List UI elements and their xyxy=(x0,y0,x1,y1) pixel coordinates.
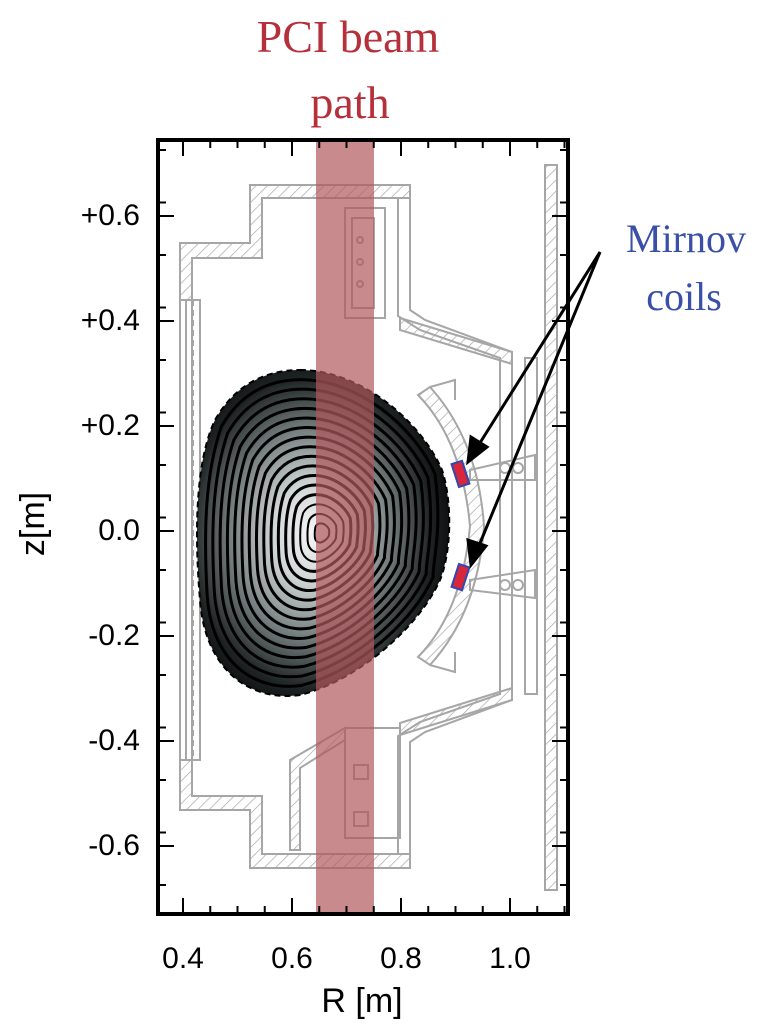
xtick-label: 1.0 xyxy=(489,942,531,975)
ytick-label: -0.2 xyxy=(88,619,140,652)
mirnov-coils xyxy=(450,459,471,592)
upper-shelf xyxy=(399,316,513,366)
xtick-label: 0.8 xyxy=(380,942,422,975)
mirnov-label-line1: Mirnov xyxy=(626,216,746,261)
flux-contour xyxy=(262,454,382,612)
ytick-label: +0.2 xyxy=(81,409,140,442)
axis-ticks xyxy=(158,140,568,914)
x-axis-label: R [m] xyxy=(321,982,402,1020)
flux-contour xyxy=(254,445,389,621)
ytick-label: -0.6 xyxy=(88,829,140,862)
xtick-label: 0.6 xyxy=(271,942,313,975)
mirnov-coil-lower xyxy=(450,562,471,592)
mirnov-label-line2: coils xyxy=(646,274,722,319)
y-axis-label: z[m] xyxy=(14,492,52,556)
flux-contour xyxy=(233,416,411,650)
upper-structure-hatch xyxy=(179,184,411,301)
flux-contour xyxy=(204,378,440,688)
flux-contour xyxy=(225,406,418,660)
mirnov-arrows xyxy=(466,251,602,569)
flux-contour xyxy=(218,397,425,669)
xtick-label: 0.4 xyxy=(162,942,204,975)
flux-contour xyxy=(247,435,396,631)
pci-beam-label-line1: PCI beam xyxy=(257,11,440,62)
ytick-label: -0.4 xyxy=(88,724,140,757)
mirnov-coil-upper xyxy=(450,459,471,489)
pci-beam-band xyxy=(316,140,374,914)
flux-contour xyxy=(211,387,433,679)
flux-contour xyxy=(240,426,404,640)
outer-port-wall xyxy=(544,164,558,891)
ytick-label: 0.0 xyxy=(98,514,140,547)
pci-beam-label-line2: path xyxy=(310,77,389,128)
lower-shelf xyxy=(399,686,513,737)
ytick-label: +0.6 xyxy=(81,199,140,232)
ytick-label: +0.4 xyxy=(81,304,140,337)
plot-frame xyxy=(156,138,570,916)
